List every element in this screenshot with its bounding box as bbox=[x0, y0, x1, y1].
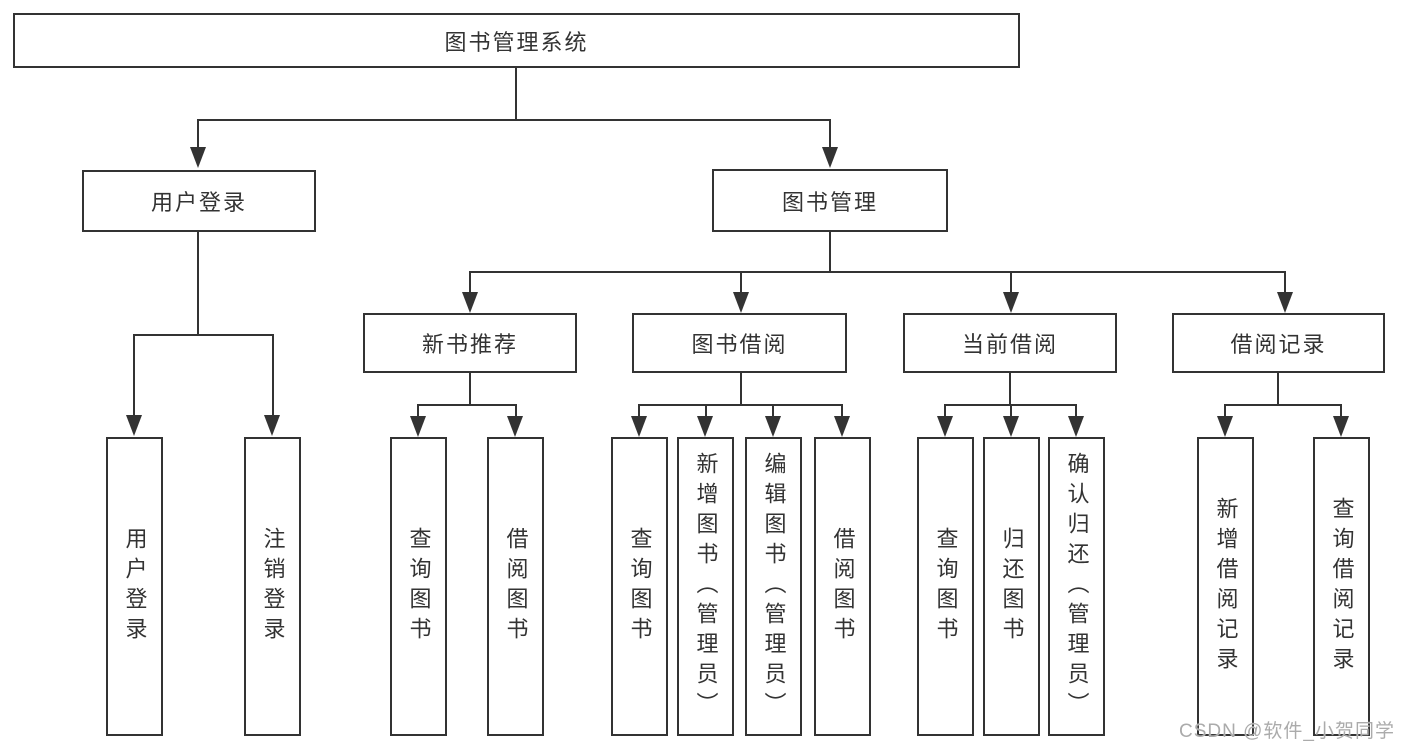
leaf-label: 确认归还（管理员） bbox=[1064, 451, 1090, 722]
node-borrow-records: 借阅记录 bbox=[1172, 313, 1385, 373]
arrowhead-icon bbox=[462, 292, 478, 313]
arrowhead-icon bbox=[733, 292, 749, 313]
connector-drop bbox=[133, 334, 135, 416]
leaf-label: 借阅图书 bbox=[830, 526, 856, 647]
connector-drop bbox=[1010, 271, 1012, 293]
connector-stem bbox=[740, 373, 742, 406]
connector-drop bbox=[1010, 404, 1012, 417]
connector-drop bbox=[1284, 271, 1286, 293]
leaf-label: 查询图书 bbox=[933, 526, 959, 647]
node-label: 借阅记录 bbox=[1230, 332, 1327, 357]
leaf-query-books-1: 查询图书 bbox=[390, 437, 447, 736]
leaf-return-books: 归还图书 bbox=[983, 437, 1040, 736]
connector-rail bbox=[638, 404, 843, 406]
arrowhead-icon bbox=[1277, 292, 1293, 313]
leaf-query-borrow-record: 查询借阅记录 bbox=[1313, 437, 1370, 736]
node-new-book-recommend: 新书推荐 bbox=[363, 313, 577, 373]
connector-drop bbox=[638, 404, 640, 417]
connector-drop bbox=[705, 404, 707, 417]
arrowhead-icon bbox=[1217, 416, 1233, 437]
connector-user-login-stem bbox=[197, 232, 199, 336]
leaf-add-borrow-record: 新增借阅记录 bbox=[1197, 437, 1254, 736]
connector-stem bbox=[1009, 373, 1011, 406]
arrowhead-icon bbox=[937, 416, 953, 437]
connector-user-login-drop bbox=[197, 119, 199, 148]
connector-user-login-rail bbox=[133, 334, 274, 336]
connector-rail bbox=[1224, 404, 1342, 406]
connector-drop bbox=[944, 404, 946, 417]
node-current-borrow: 当前借阅 bbox=[903, 313, 1117, 373]
leaf-label: 新增图书（管理员） bbox=[693, 451, 719, 722]
connector-book-mgmt-stem bbox=[829, 232, 831, 273]
leaf-add-books-admin: 新增图书（管理员） bbox=[677, 437, 734, 736]
arrowhead-icon bbox=[264, 415, 280, 436]
connector-drop bbox=[841, 404, 843, 417]
node-book-borrow: 图书借阅 bbox=[632, 313, 847, 373]
arrowhead-icon bbox=[1003, 416, 1019, 437]
connector-stem bbox=[469, 373, 471, 406]
node-root: 图书管理系统 bbox=[13, 13, 1020, 68]
node-user-login-label: 用户登录 bbox=[150, 190, 247, 215]
leaf-label: 借阅图书 bbox=[503, 526, 529, 647]
connector-drop bbox=[772, 404, 774, 417]
connector-drop bbox=[1075, 404, 1077, 417]
node-root-label: 图书管理系统 bbox=[444, 29, 589, 55]
connector-rail bbox=[417, 404, 517, 406]
leaf-label: 注销登录 bbox=[260, 526, 286, 647]
leaf-label: 查询图书 bbox=[406, 526, 432, 647]
node-book-mgmt-label: 图书管理 bbox=[781, 189, 878, 215]
leaf-label: 归还图书 bbox=[999, 526, 1025, 647]
connector-book-mgmt-rail bbox=[469, 271, 1286, 273]
arrowhead-icon bbox=[507, 416, 523, 437]
connector-drop bbox=[417, 404, 419, 417]
connector-root-rail bbox=[197, 119, 831, 121]
node-book-mgmt: 图书管理 bbox=[712, 169, 948, 232]
connector-drop bbox=[515, 404, 517, 417]
leaf-label: 新增借阅记录 bbox=[1213, 496, 1239, 677]
connector-drop bbox=[1340, 404, 1342, 417]
arrowhead-icon bbox=[410, 416, 426, 437]
leaf-borrow-books-1: 借阅图书 bbox=[487, 437, 544, 736]
connector-drop bbox=[740, 271, 742, 293]
arrowhead-icon bbox=[822, 147, 838, 168]
connector-stem bbox=[1277, 373, 1279, 406]
node-label: 图书借阅 bbox=[691, 332, 788, 357]
leaf-label: 查询图书 bbox=[627, 526, 653, 647]
node-user-login: 用户登录 bbox=[82, 170, 316, 232]
leaf-logout: 注销登录 bbox=[244, 437, 301, 736]
connector-drop bbox=[469, 271, 471, 293]
leaf-edit-books-admin: 编辑图书（管理员） bbox=[745, 437, 802, 736]
connector-root-stem bbox=[515, 68, 517, 121]
leaf-query-books-2: 查询图书 bbox=[611, 437, 668, 736]
leaf-borrow-books-2: 借阅图书 bbox=[814, 437, 871, 736]
leaf-label: 编辑图书（管理员） bbox=[761, 451, 787, 722]
csdn-watermark: CSDN @软件_小贺同学 bbox=[1179, 721, 1395, 742]
leaf-label: 查询借阅记录 bbox=[1329, 496, 1355, 677]
arrowhead-icon bbox=[834, 416, 850, 437]
leaf-query-books-3: 查询图书 bbox=[917, 437, 974, 736]
connector-drop bbox=[1224, 404, 1226, 417]
node-label: 当前借阅 bbox=[961, 332, 1058, 357]
arrowhead-icon bbox=[697, 416, 713, 437]
arrowhead-icon bbox=[765, 416, 781, 437]
connector-drop bbox=[272, 334, 274, 416]
arrowhead-icon bbox=[1003, 292, 1019, 313]
arrowhead-icon bbox=[1333, 416, 1349, 437]
arrowhead-icon bbox=[1068, 416, 1084, 437]
connector-book-mgmt-drop bbox=[829, 119, 831, 148]
node-label: 新书推荐 bbox=[421, 332, 518, 357]
leaf-label: 用户登录 bbox=[122, 526, 148, 647]
leaf-confirm-return-admin: 确认归还（管理员） bbox=[1048, 437, 1105, 736]
arrowhead-icon bbox=[126, 415, 142, 436]
leaf-user-login: 用户登录 bbox=[106, 437, 163, 736]
arrowhead-icon bbox=[190, 147, 206, 168]
arrowhead-icon bbox=[631, 416, 647, 437]
